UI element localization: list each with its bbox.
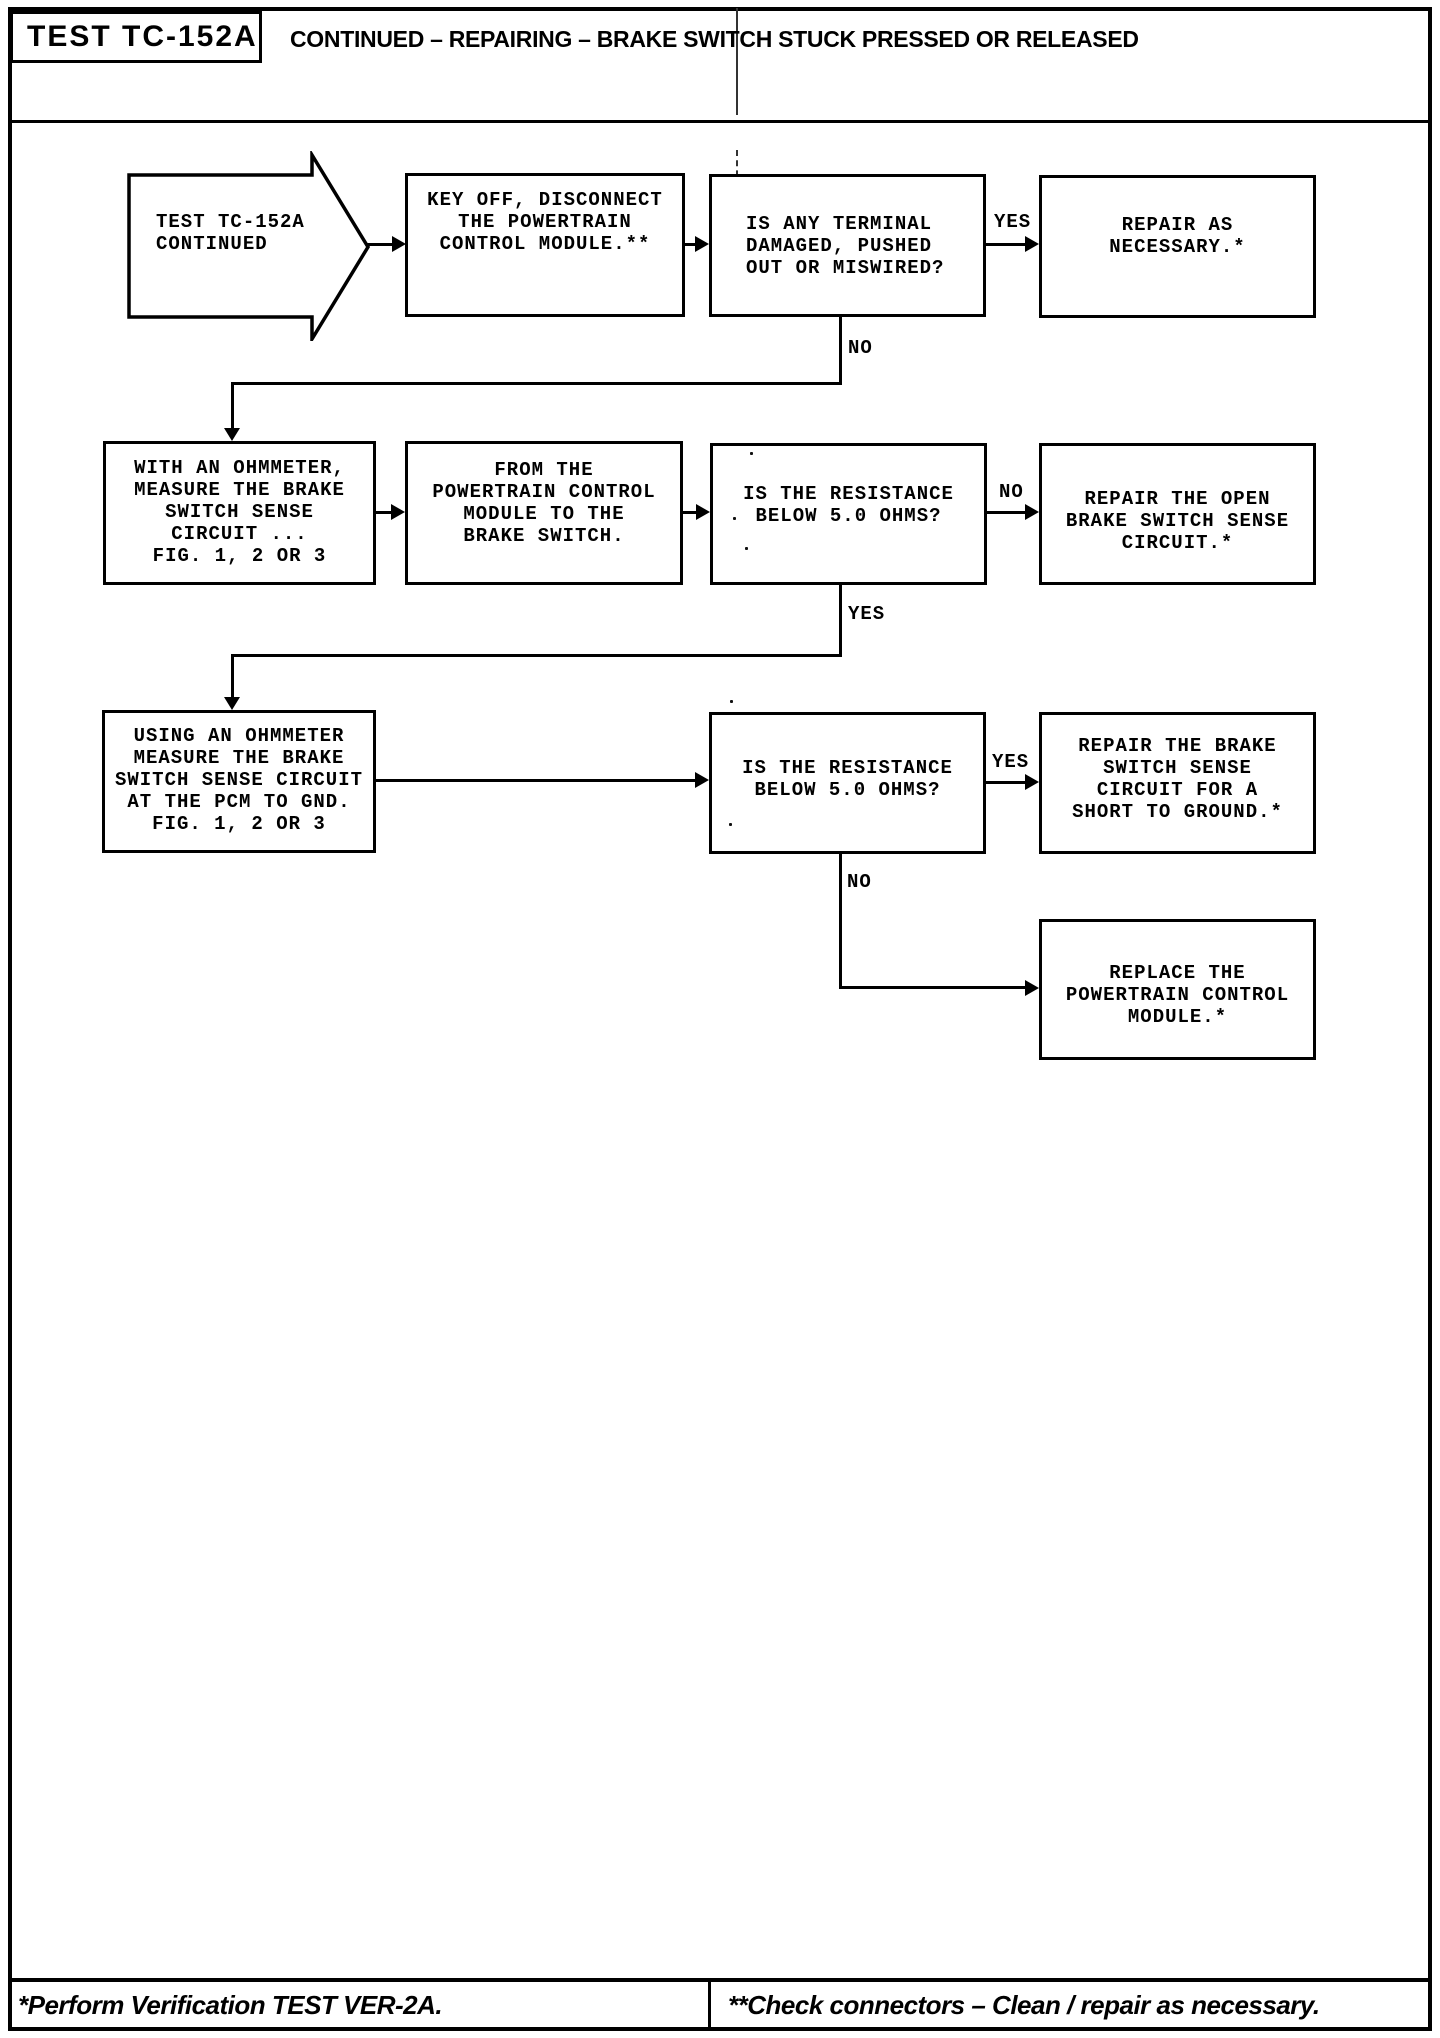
node-resistance-below-5-ohms-1: IS THE RESISTANCE BELOW 5.0 OHMS? xyxy=(710,443,987,585)
page-border-bottom xyxy=(8,2027,1432,2031)
edge-label-no: NO xyxy=(848,337,873,359)
connector-line xyxy=(986,781,1025,784)
connector-line xyxy=(986,243,1026,246)
node-start-banner: TEST TC-152A CONTINUED xyxy=(126,151,372,341)
connector-arrowhead xyxy=(392,236,406,252)
connector-line xyxy=(839,316,842,385)
connector-line xyxy=(839,585,842,657)
connector-arrowhead xyxy=(1025,774,1039,790)
connector-arrowhead xyxy=(1025,236,1039,252)
scan-crease-line xyxy=(736,8,738,115)
node-is-terminal-damaged: IS ANY TERMINAL DAMAGED, PUSHED OUT OR M… xyxy=(709,174,986,317)
connector-arrowhead xyxy=(391,504,405,520)
edge-label-yes: YES xyxy=(994,211,1032,233)
node-key-off-disconnect-pcm: KEY OFF, DISCONNECT THE POWERTRAIN CONTR… xyxy=(405,173,685,317)
connector-line xyxy=(684,243,696,246)
node-from-pcm-to-brake-switch: FROM THE POWERTRAIN CONTROL MODULE TO TH… xyxy=(405,441,683,585)
edge-label-no: NO xyxy=(999,481,1024,503)
connector-line xyxy=(987,511,1025,514)
connector-line xyxy=(231,382,234,430)
scan-speck xyxy=(750,452,753,455)
connector-arrowhead xyxy=(224,428,240,441)
node-repair-as-necessary: REPAIR AS NECESSARY.* xyxy=(1039,175,1316,318)
scan-speck xyxy=(733,517,736,520)
page-border-left xyxy=(8,7,12,2031)
footer-note-connectors: **Check connectors – Clean / repair as n… xyxy=(728,1990,1320,2020)
node-resistance-below-5-ohms-2: IS THE RESISTANCE BELOW 5.0 OHMS? xyxy=(709,712,986,854)
edge-label-no: NO xyxy=(847,871,872,893)
connector-arrowhead xyxy=(695,236,709,252)
node-measure-at-pcm-to-gnd: USING AN OHMMETER MEASURE THE BRAKE SWIT… xyxy=(102,710,376,853)
node-repair-short-to-ground: REPAIR THE BRAKE SWITCH SENSE CIRCUIT FO… xyxy=(1039,712,1316,854)
page-border-right xyxy=(1428,7,1432,2031)
test-id-label: TEST TC-152A xyxy=(27,20,258,53)
page-title: CONTINUED – REPAIRING – BRAKE SWITCH STU… xyxy=(290,26,1139,52)
edge-label-yes: YES xyxy=(848,603,886,625)
scan-speck xyxy=(729,823,732,826)
connector-line xyxy=(376,511,394,514)
connector-line xyxy=(683,511,696,514)
connector-line xyxy=(231,382,842,385)
node-repair-open-circuit: REPAIR THE OPEN BRAKE SWITCH SENSE CIRCU… xyxy=(1039,443,1316,585)
connector-arrowhead xyxy=(1025,504,1039,520)
node-measure-brake-switch-circuit: WITH AN OHMMETER, MEASURE THE BRAKE SWIT… xyxy=(103,441,376,585)
banner-arrow-shape xyxy=(127,151,371,341)
edge-label-yes: YES xyxy=(992,751,1030,773)
connector-arrowhead xyxy=(1025,980,1039,996)
scan-speck xyxy=(745,547,748,550)
test-id-box: TEST TC-152A xyxy=(10,11,262,63)
node-replace-pcm: REPLACE THE POWERTRAIN CONTROL MODULE.* xyxy=(1039,919,1316,1060)
connector-arrowhead xyxy=(224,697,240,710)
connector-arrowhead xyxy=(696,504,710,520)
footer-note-verification: *Perform Verification TEST VER-2A. xyxy=(18,1990,443,2020)
footer-separator xyxy=(8,1978,1432,1982)
footer-divider xyxy=(708,1978,711,2031)
scan-speck xyxy=(730,700,733,703)
page-border-top xyxy=(8,7,1432,11)
connector-line xyxy=(839,854,842,988)
connector-arrowhead xyxy=(695,772,709,788)
start-banner-label: TEST TC-152A CONTINUED xyxy=(156,211,305,255)
header-separator xyxy=(8,120,1432,123)
connector-line xyxy=(367,243,395,246)
connector-line xyxy=(839,986,1025,989)
connector-line xyxy=(231,654,842,657)
connector-line xyxy=(231,654,234,699)
connector-line xyxy=(376,779,696,782)
